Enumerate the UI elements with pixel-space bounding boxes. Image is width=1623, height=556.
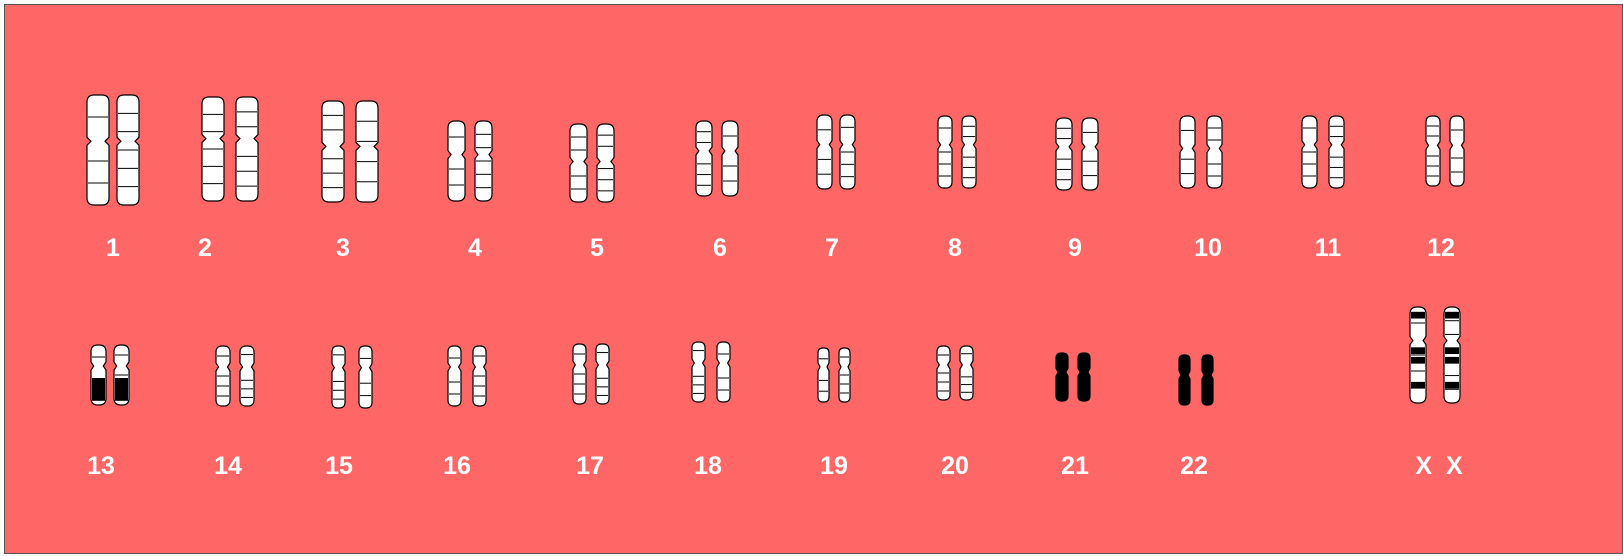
chromosome-pair-21 xyxy=(1056,353,1090,401)
chromosome-dark-band xyxy=(1411,357,1425,364)
chromosome-body xyxy=(1179,355,1190,405)
chromosome-dark-band xyxy=(1445,312,1459,319)
chromosome-label-7: 7 xyxy=(825,234,839,263)
chromosome-pair-X xyxy=(1410,307,1460,403)
chromosome-pair-14 xyxy=(216,346,254,406)
chromosome-pair-17 xyxy=(573,344,609,404)
chromosome-body xyxy=(1082,118,1098,190)
chromosome-label-15: 15 xyxy=(325,452,353,481)
chromosome-label-11: 11 xyxy=(1315,234,1341,263)
chromosome-pair-13 xyxy=(91,345,129,405)
chromosome-label-14: 14 xyxy=(214,452,242,481)
chromosome-label-20: 20 xyxy=(941,452,969,481)
chromosome-label-16: 16 xyxy=(443,452,471,481)
chromosome-pair-15 xyxy=(332,346,372,408)
chromosome-body xyxy=(1450,116,1464,186)
chromosome-dark-band xyxy=(1445,382,1459,389)
chromosome-label-5: 5 xyxy=(590,234,604,263)
chromosome-body xyxy=(1202,355,1213,405)
chromosome-body xyxy=(1078,353,1090,401)
chromosome-body xyxy=(570,124,587,202)
chromosome-pair-1 xyxy=(87,95,139,205)
chromosome-body xyxy=(1180,116,1195,188)
chromosome-pair-12 xyxy=(1426,116,1464,186)
chromosome-body xyxy=(356,101,378,202)
chromosome-label-21: 21 xyxy=(1061,452,1089,481)
chromosome-pair-22 xyxy=(1179,355,1213,405)
chromosome-body xyxy=(448,121,465,201)
chromosome-label-2: 2 xyxy=(198,234,212,263)
chromosome-dark-band xyxy=(1445,347,1459,354)
chromosome-dark-band xyxy=(1411,347,1425,354)
chromosome-label-19: 19 xyxy=(820,452,848,481)
chromosome-body xyxy=(722,121,738,196)
chromosome-label-18: 18 xyxy=(694,452,722,481)
chromosome-body xyxy=(236,97,258,201)
chromosome-body xyxy=(962,116,976,188)
chromosome-body xyxy=(359,346,372,408)
chromosome-body xyxy=(1329,116,1344,188)
chromosome-pair-4 xyxy=(448,121,492,201)
chromosome-label-X: X X xyxy=(1415,452,1462,481)
chromosome-label-8: 8 xyxy=(948,234,962,263)
chromosome-body xyxy=(597,124,614,202)
chromosome-body xyxy=(448,346,461,406)
chromosome-dark-band xyxy=(92,378,105,401)
chromosome-pair-20 xyxy=(937,346,973,400)
chromosome-pair-8 xyxy=(938,116,976,188)
chromosome-dark-band xyxy=(1411,312,1425,319)
chromosome-label-10: 10 xyxy=(1194,234,1222,263)
chromosome-label-12: 12 xyxy=(1427,234,1455,263)
chromosome-pair-3 xyxy=(322,101,378,202)
chromosome-body xyxy=(322,101,344,202)
chromosome-pair-16 xyxy=(448,346,486,406)
chromosome-body xyxy=(87,95,109,205)
chromosome-pair-6 xyxy=(696,121,738,196)
chromosome-body xyxy=(818,348,829,402)
chromosome-pair-2 xyxy=(202,97,258,201)
chromosome-dark-band xyxy=(1445,357,1459,364)
chromosome-label-1: 1 xyxy=(106,234,120,263)
chromosome-dark-band xyxy=(115,378,128,401)
chromosome-body xyxy=(717,342,730,402)
chromosome-body xyxy=(1207,116,1222,188)
chromosome-pair-10 xyxy=(1180,116,1222,188)
chromosome-label-3: 3 xyxy=(336,234,350,263)
chromosome-pair-9 xyxy=(1056,118,1098,190)
chromosome-dark-band xyxy=(1411,382,1425,389)
chromosome-body xyxy=(817,115,832,189)
chromosome-pair-11 xyxy=(1302,116,1344,188)
chromosome-pair-19 xyxy=(818,348,850,402)
chromosome-label-22: 22 xyxy=(1180,452,1208,481)
chromosome-pair-5 xyxy=(570,124,614,202)
chromosome-body xyxy=(1056,118,1072,190)
chromosome-pair-18 xyxy=(692,342,730,402)
chromosome-label-4: 4 xyxy=(468,234,482,263)
chromosome-label-9: 9 xyxy=(1068,234,1082,263)
chromosome-label-17: 17 xyxy=(576,452,604,481)
chromosome-label-6: 6 xyxy=(713,234,727,263)
chromosome-body xyxy=(696,121,712,196)
chromosome-label-13: 13 xyxy=(87,452,115,481)
chromosome-pair-7 xyxy=(817,115,855,189)
chromosome-body xyxy=(1056,353,1068,401)
